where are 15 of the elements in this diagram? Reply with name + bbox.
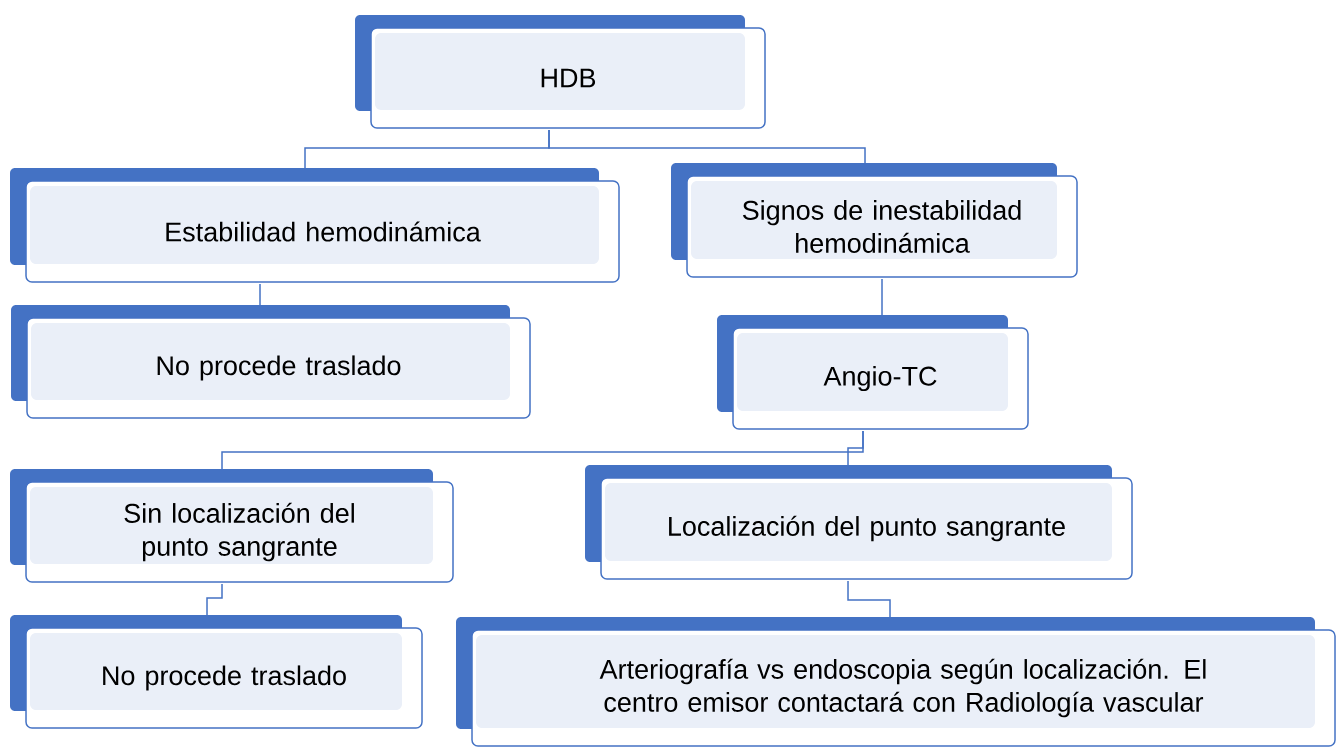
connector-line bbox=[206, 583, 223, 616]
process-box: Angio-TC bbox=[717, 315, 1029, 430]
connector-line bbox=[881, 278, 883, 316]
connector-line bbox=[548, 129, 866, 164]
process-box: HDB bbox=[355, 15, 766, 129]
connector-line bbox=[259, 283, 261, 306]
connector-line bbox=[847, 580, 891, 618]
process-box: Sin localización del punto sangrante bbox=[10, 469, 454, 583]
process-box: Estabilidad hemodinámica bbox=[10, 168, 620, 283]
process-box: No procede traslado bbox=[10, 615, 423, 729]
process-box: Localización del punto sangrante bbox=[585, 465, 1133, 580]
process-box: Arteriografía vs endoscopia según localización. El centro emisor contactará con Radiología vascular bbox=[456, 617, 1336, 747]
connector-line bbox=[847, 430, 864, 466]
process-box: Signos de inestabilidad hemodinámica bbox=[671, 163, 1078, 278]
process-box: No procede traslado bbox=[11, 305, 531, 419]
